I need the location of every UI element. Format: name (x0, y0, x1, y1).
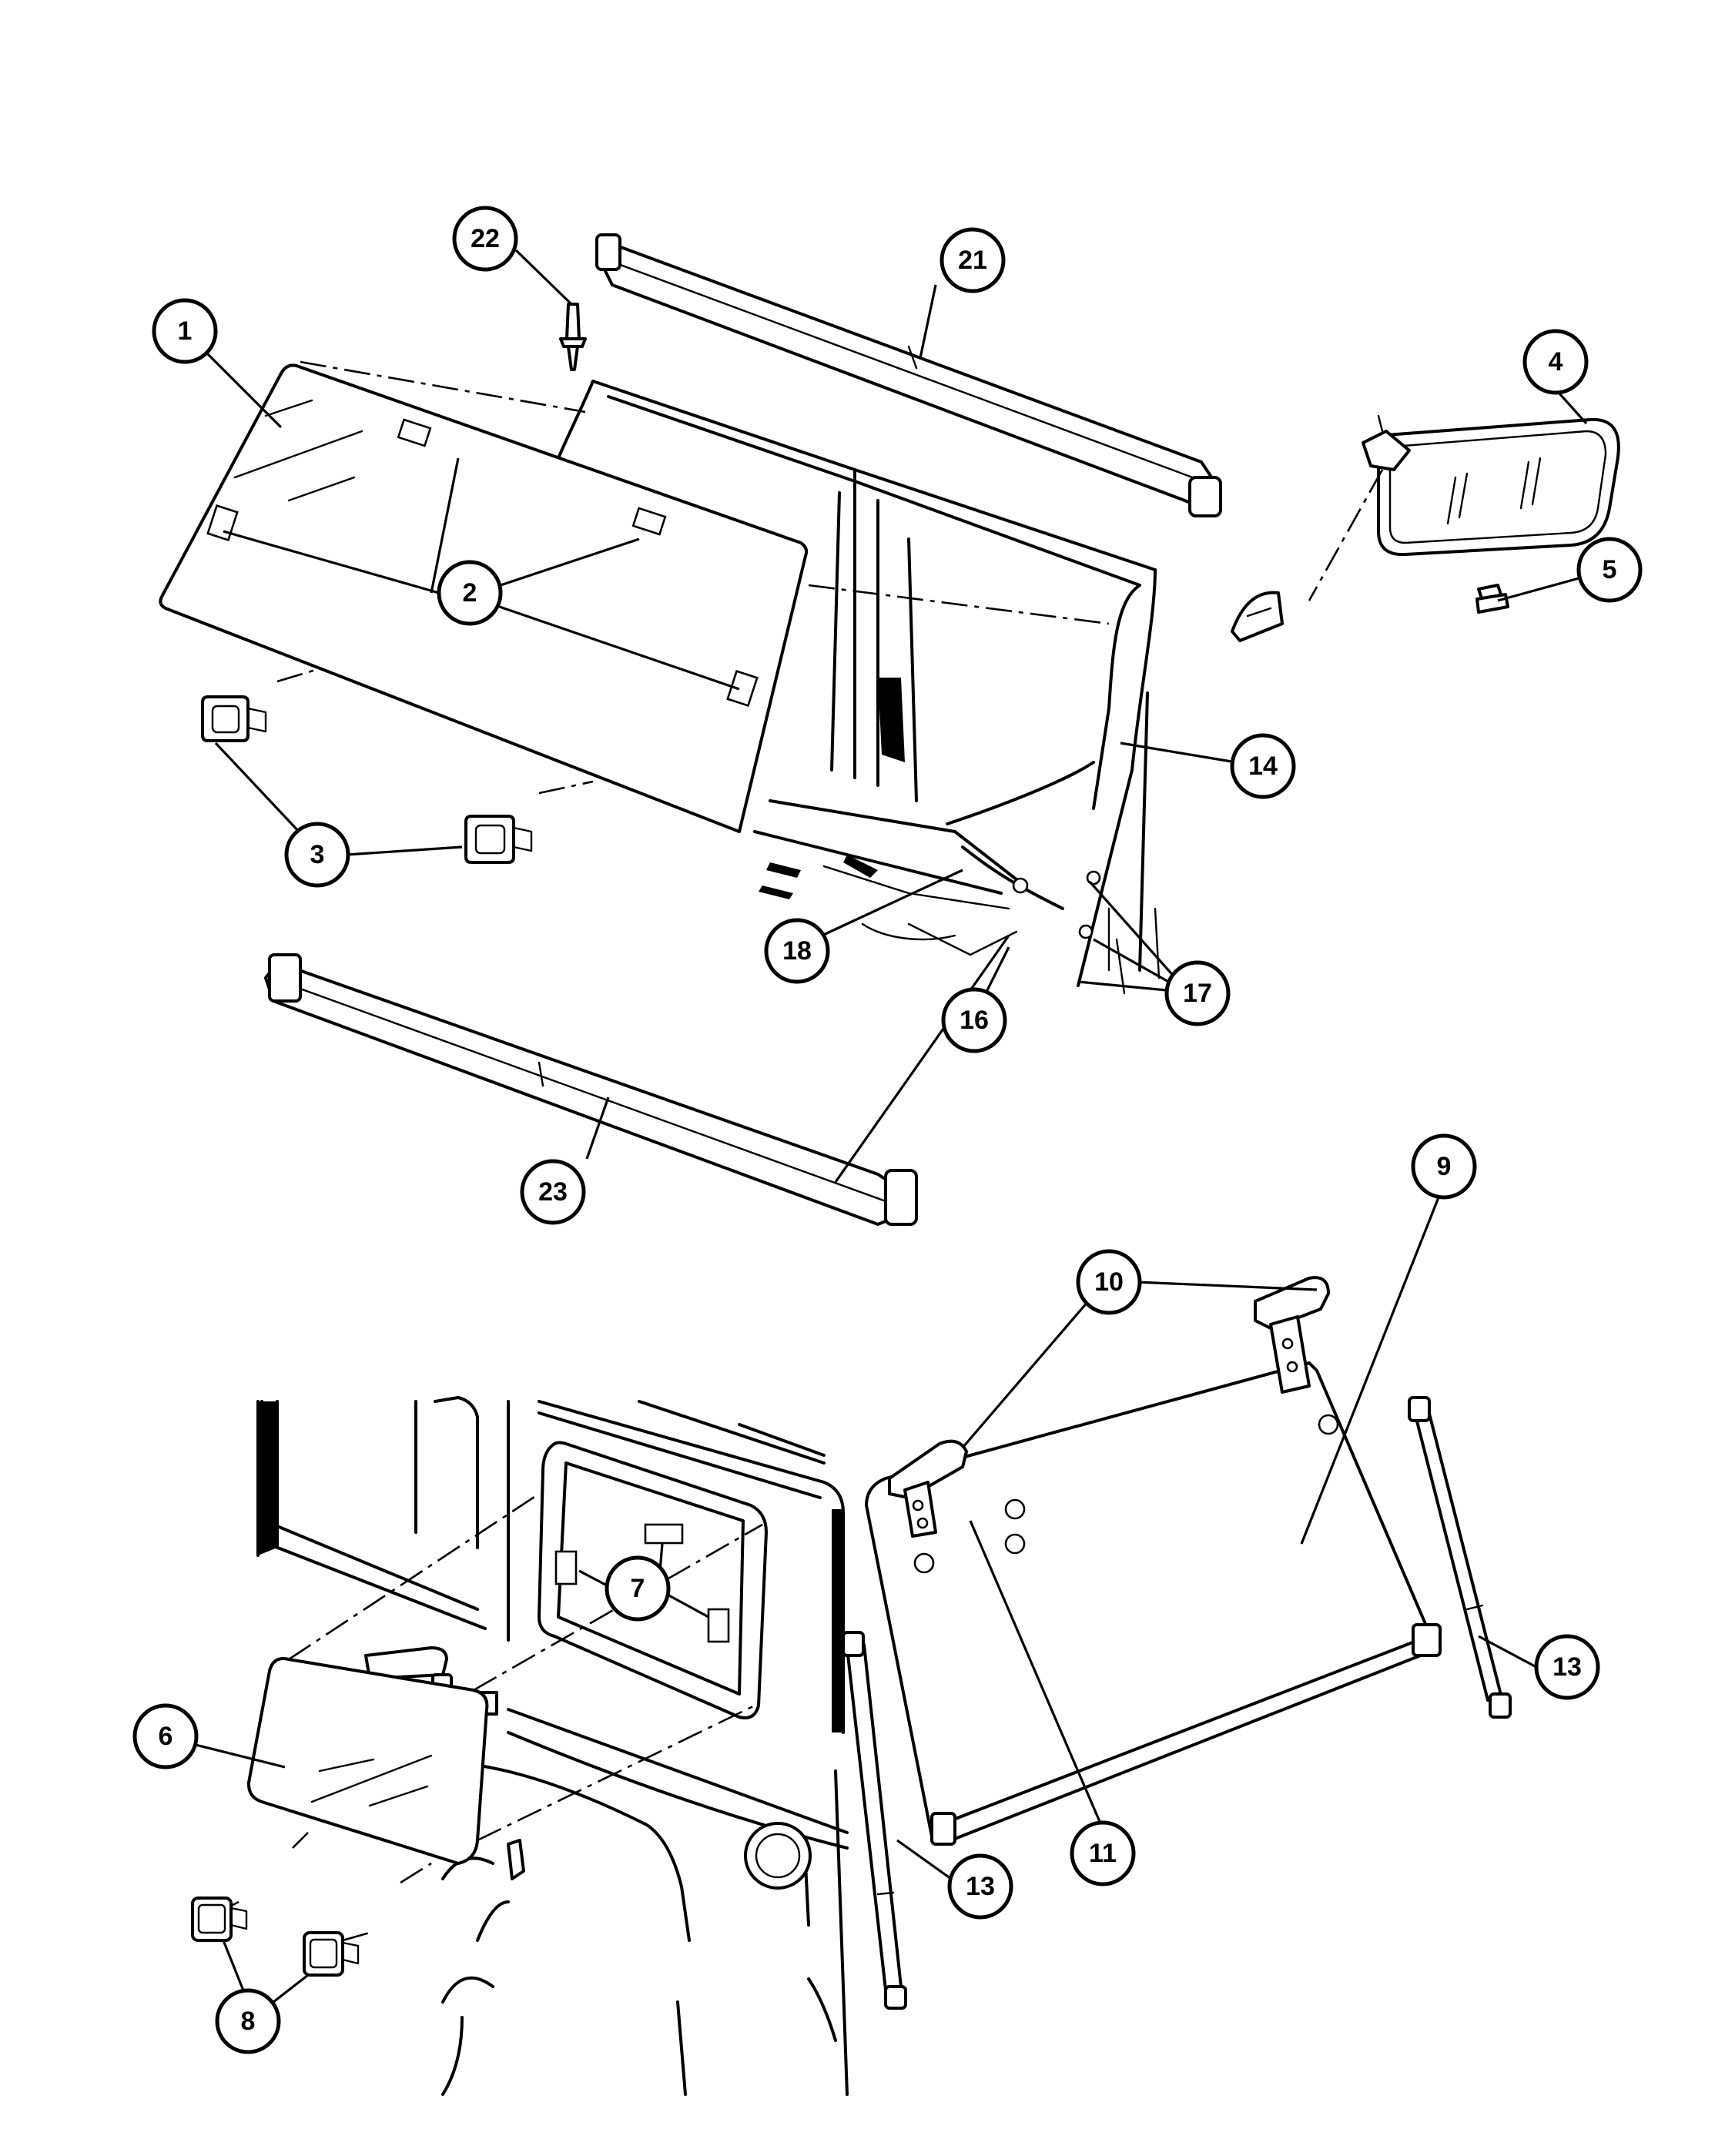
callout-3-label: 3 (310, 840, 325, 869)
callout-1-label: 1 (178, 316, 193, 346)
callout-7: 7 (605, 1555, 671, 1622)
callout-18-label: 18 (782, 936, 812, 966)
callout-4-label: 4 (1549, 347, 1563, 377)
callout-18: 18 (764, 918, 830, 984)
callout-5-label: 5 (1603, 555, 1617, 584)
mirror-button-lower-right (303, 1931, 360, 1977)
mirror-button-upper-right (464, 815, 533, 864)
quarter-glass (246, 1657, 489, 1865)
callout-3: 3 (284, 822, 350, 888)
callout-10: 10 (1076, 1249, 1142, 1315)
push-pin (559, 303, 587, 371)
callout-8: 8 (215, 1988, 281, 2054)
callout-7-label: 7 (631, 1574, 645, 1603)
callout-13-right-label: 13 (1552, 1652, 1582, 1682)
rearview-mirror (1308, 414, 1620, 601)
callout-23-label: 23 (538, 1177, 568, 1207)
callout-2-label: 2 (463, 578, 477, 608)
callout-11-label: 11 (1089, 1839, 1117, 1868)
callout-13-right: 13 (1534, 1634, 1600, 1700)
adhesive-pads-quarter (554, 1523, 730, 1643)
callout-14-label: 14 (1248, 752, 1278, 781)
callout-5: 5 (1576, 537, 1643, 603)
callout-13-left-label: 13 (966, 1872, 995, 1901)
lower-seal (264, 953, 918, 1226)
callout-22-label: 22 (471, 224, 500, 253)
callout-16: 16 (941, 987, 1007, 1053)
header-seal (595, 233, 1222, 517)
support-cylinder-left (842, 1631, 907, 2010)
hinge-right (1254, 1276, 1330, 1394)
support-cylinder-right (1408, 1396, 1512, 1719)
callout-21-label: 21 (958, 246, 987, 275)
callout-11: 11 (1070, 1820, 1136, 1886)
liftgate-glass (865, 1361, 1442, 1846)
callout-8-label: 8 (241, 2007, 256, 2036)
leader-lines-upper (206, 249, 1610, 1183)
callout-13-left: 13 (947, 1853, 1013, 1920)
callout-2: 2 (437, 560, 503, 626)
hinge-left (888, 1439, 968, 1538)
callout-10-label: 10 (1094, 1267, 1124, 1297)
callout-21: 21 (940, 227, 1006, 293)
callout-14: 14 (1230, 733, 1296, 799)
callout-23: 23 (520, 1159, 586, 1225)
callout-9-label: 9 (1437, 1152, 1452, 1181)
mirror-button (1231, 591, 1284, 642)
callout-1: 1 (152, 298, 218, 364)
callout-17: 17 (1164, 960, 1231, 1026)
callout-6: 6 (132, 1703, 199, 1769)
mirror-button-lower-left (191, 1897, 248, 1942)
leader-lines-lower (192, 1189, 1537, 2004)
callout-9: 9 (1411, 1133, 1477, 1200)
callout-4: 4 (1522, 329, 1589, 395)
mirror-button-upper-left (201, 695, 267, 742)
callout-17-label: 17 (1183, 979, 1212, 1008)
callout-16-label: 16 (960, 1006, 989, 1035)
callout-22: 22 (452, 206, 518, 272)
windshield-frame-body (557, 380, 1161, 995)
callout-6-label: 6 (159, 1722, 173, 1751)
